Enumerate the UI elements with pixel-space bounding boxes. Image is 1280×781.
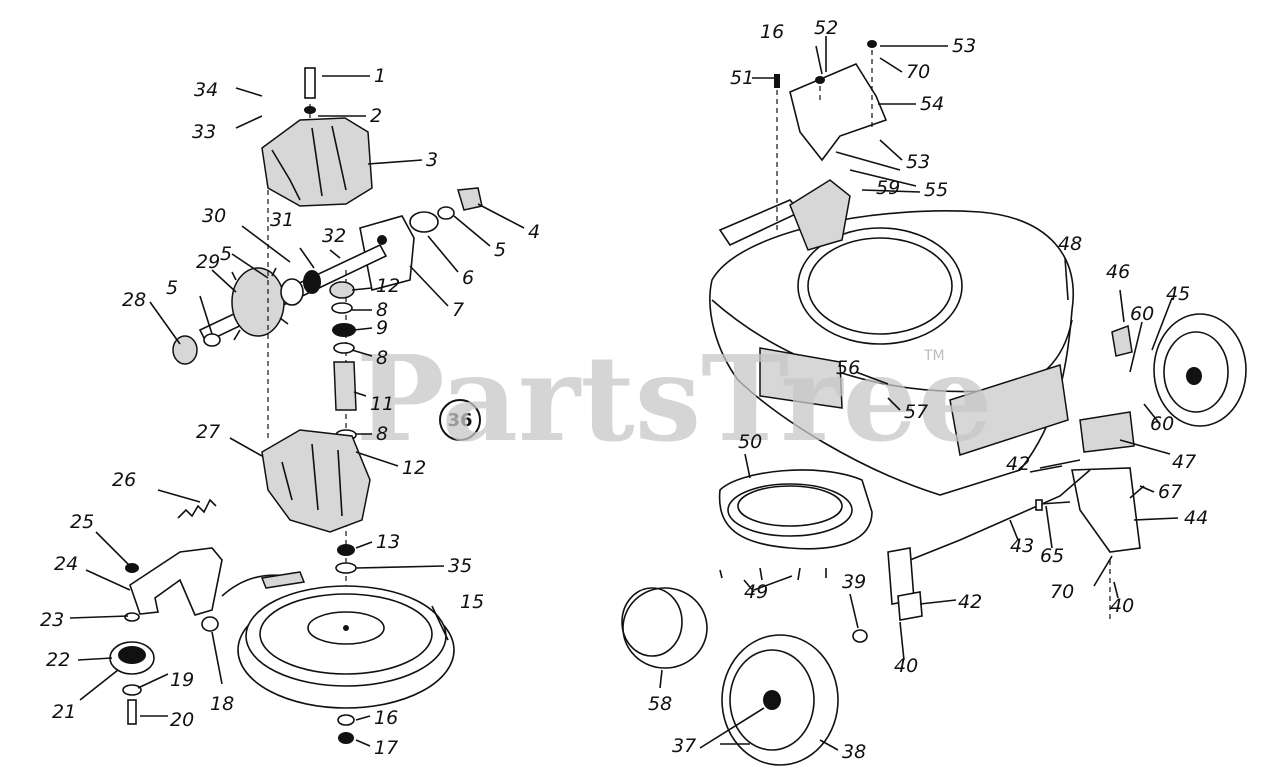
callout-6: 6 <box>462 267 474 289</box>
callout-16-a: 16 <box>374 707 398 729</box>
callout-21: 21 <box>52 701 76 723</box>
callout-47: 47 <box>1172 451 1196 473</box>
callout-70-b: 70 <box>1050 581 1074 603</box>
callout-25: 25 <box>70 511 94 533</box>
callout-37: 37 <box>672 735 696 757</box>
callout-40-b: 40 <box>1110 595 1134 617</box>
watermark: PartsTree TM <box>356 329 993 468</box>
callout-57: 57 <box>904 401 928 423</box>
callout-27: 27 <box>196 421 220 443</box>
callout-50: 50 <box>738 431 762 453</box>
callout-53-b: 53 <box>906 151 930 173</box>
diagram-number-badge <box>439 399 481 441</box>
callout-24: 24 <box>54 553 78 575</box>
callout-65: 65 <box>1040 545 1064 567</box>
callout-44: 44 <box>1184 507 1208 529</box>
mower-deck-assembly <box>621 40 1247 766</box>
callout-8-a: 8 <box>376 299 388 321</box>
callout-31: 31 <box>270 209 294 231</box>
callout-28: 28 <box>122 289 146 311</box>
callout-23: 23 <box>40 609 64 631</box>
callout-5-c: 5 <box>494 239 506 261</box>
callout-39: 39 <box>842 571 866 593</box>
callout-13: 13 <box>376 531 400 553</box>
callout-33: 33 <box>192 121 216 143</box>
callout-30: 30 <box>202 205 226 227</box>
callout-52: 52 <box>814 17 838 39</box>
callout-8-b: 8 <box>376 347 388 369</box>
callout-7: 7 <box>452 299 464 321</box>
callout-48: 48 <box>1058 233 1082 255</box>
callout-12-a: 12 <box>376 275 400 297</box>
callout-29: 29 <box>196 251 220 273</box>
callout-3: 3 <box>426 149 438 171</box>
callout-1: 1 <box>374 65 386 87</box>
callout-leaders <box>69 36 1179 751</box>
watermark-trademark: TM <box>923 348 945 364</box>
callout-20: 20 <box>170 709 194 731</box>
callout-38: 38 <box>842 741 866 763</box>
callout-15: 15 <box>460 591 484 613</box>
callout-70-a: 70 <box>906 61 930 83</box>
callout-34: 34 <box>194 79 218 101</box>
callout-9: 9 <box>376 317 388 339</box>
callout-17: 17 <box>374 737 398 759</box>
callout-59: 59 <box>876 177 900 199</box>
callout-16-b: 16 <box>760 21 784 43</box>
callout-53-a: 53 <box>952 35 976 57</box>
callout-42-b: 42 <box>958 591 982 613</box>
callout-42-a: 42 <box>1006 453 1030 475</box>
callout-32: 32 <box>322 225 346 247</box>
callout-49: 49 <box>744 581 768 603</box>
diagram-number-text: 36 <box>447 410 472 431</box>
callout-58: 58 <box>648 693 672 715</box>
callout-5-b: 5 <box>166 277 178 299</box>
transmission-assembly: 36 <box>109 67 483 744</box>
callout-35: 35 <box>448 555 472 577</box>
callout-67: 67 <box>1158 481 1182 503</box>
callout-46: 46 <box>1106 261 1130 283</box>
callout-5-a: 5 <box>220 243 232 265</box>
callout-22: 22 <box>46 649 70 671</box>
callout-51: 51 <box>730 67 754 89</box>
callout-43: 43 <box>1010 535 1034 557</box>
callout-55: 55 <box>924 179 948 201</box>
watermark-text: PartsTree <box>356 329 993 468</box>
callout-4: 4 <box>528 221 540 243</box>
callout-54: 54 <box>920 93 944 115</box>
callout-11: 11 <box>370 393 394 415</box>
callout-19: 19 <box>170 669 194 691</box>
callout-8-c: 8 <box>376 423 388 445</box>
callout-45: 45 <box>1166 283 1190 305</box>
callout-40-a: 40 <box>894 655 918 677</box>
callout-12-b: 12 <box>402 457 426 479</box>
callout-labels: 1 2 3 4 5 5 5 6 7 8 8 8 9 11 12 12 13 15… <box>40 17 1208 763</box>
callout-26: 26 <box>112 469 136 491</box>
callout-18: 18 <box>210 693 234 715</box>
callout-60-b: 60 <box>1150 413 1174 435</box>
callout-2: 2 <box>370 105 382 127</box>
callout-60-a: 60 <box>1130 303 1154 325</box>
callout-56: 56 <box>836 357 860 379</box>
